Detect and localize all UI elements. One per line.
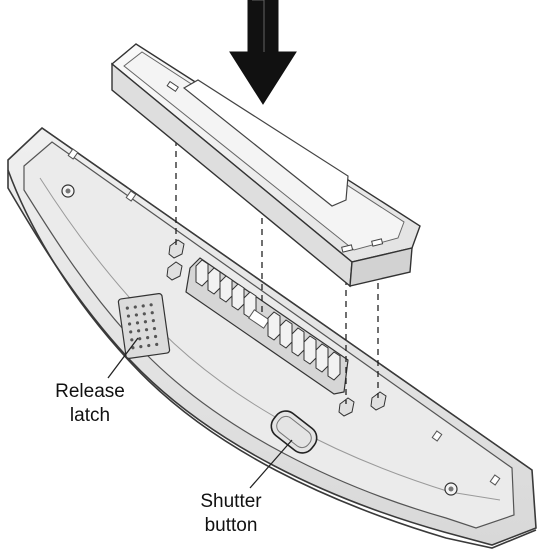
release-latch[interactable]	[118, 293, 170, 359]
release-latch-label-line1: Release	[40, 380, 140, 404]
shutter-button-label-line2: button	[176, 514, 286, 538]
screw-left	[62, 185, 74, 197]
insert-direction-arrow	[230, 0, 296, 104]
shutter-button-label-line1: Shutter	[176, 490, 286, 514]
release-latch-label-line2: latch	[40, 404, 140, 428]
release-latch-label: Release latch	[40, 380, 140, 428]
screw-right	[445, 483, 457, 495]
shutter-button-label: Shutter button	[176, 490, 286, 538]
